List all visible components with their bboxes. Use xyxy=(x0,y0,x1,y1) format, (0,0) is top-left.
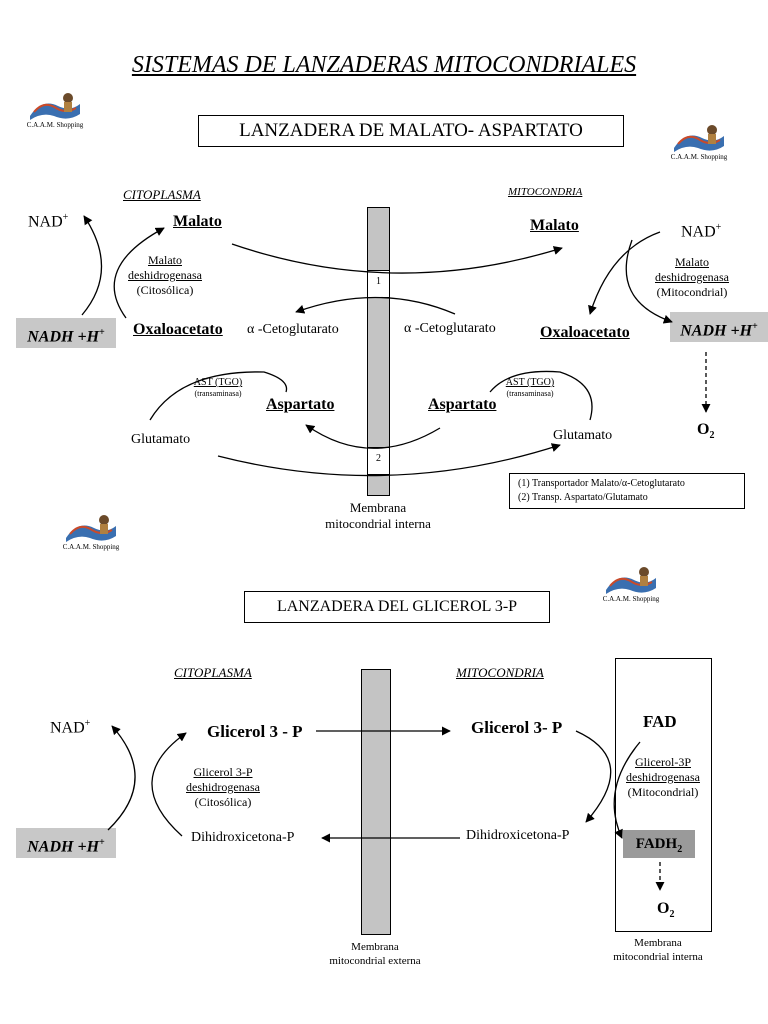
glutamato-mito: Glutamato xyxy=(553,428,613,443)
ast-mito: AST (TGO) (transaminasa) xyxy=(505,377,555,398)
malato-mito: Malato xyxy=(530,217,579,234)
arrow-aspartato-to-glutamato-mito xyxy=(489,370,593,421)
enzyme-glicerol-dh-cyto: Glicerol 3-P deshidrogenasa (Citosólica) xyxy=(186,765,260,809)
shuttle2-mitochondria-label: MITOCONDRIA xyxy=(456,665,544,680)
nad-cyto-1: NAD+ xyxy=(28,212,69,231)
dhap-cyto: Dihidroxicetona-P xyxy=(191,830,295,845)
fadh2: FADH2 xyxy=(623,830,695,858)
logo-image-icon xyxy=(66,515,116,542)
arrow-glicerol-to-dhap-mito xyxy=(575,730,612,823)
logo: C.A.A.M. Shopping xyxy=(20,92,90,137)
logo-caption: C.A.A.M. Shopping xyxy=(670,153,728,161)
shuttle2-cytoplasm-label: CITOPLASMA xyxy=(174,665,252,680)
shuttle2-outer-membrane-label: Membrana mitocondrial externa xyxy=(329,941,421,967)
shuttle2-inner-membrane-label: Membrana mitocondrial interna xyxy=(613,937,703,963)
fad: FAD xyxy=(643,712,677,731)
nadh-mito-1: NADH +H+ xyxy=(670,312,768,342)
oxaloacetato-cyto: Oxaloacetato xyxy=(133,321,223,338)
shuttle1-legend: (1) Transportador Malato/α-Cetoglutarato… xyxy=(509,473,745,509)
glutamato-cyto: Glutamato xyxy=(131,432,191,447)
arrow-glutamato-transport xyxy=(217,443,561,477)
o2-2: O2 xyxy=(657,900,675,921)
arrow-glutamato-to-aspartato-cyto xyxy=(149,371,288,421)
cetoglutarato-cyto: α -Cetoglutarato xyxy=(247,322,339,337)
nad-mito-1: NAD+ xyxy=(681,222,722,241)
logo: C.A.A.M. Shopping xyxy=(56,514,126,559)
enzyme-malato-dh-cyto: Malato deshidrogenasa (Citosólica) xyxy=(128,253,202,297)
shuttle2-heading: LANZADERA DEL GLICEROL 3-P xyxy=(244,591,550,623)
nadh-cyto-1: NADH +H+ xyxy=(16,318,116,348)
arrow-oxalo-to-malato-cyto xyxy=(113,227,165,319)
nadh-cyto-2: NADH +H+ xyxy=(16,828,116,858)
glicerol-mito: Glicerol 3- P xyxy=(471,718,563,737)
glicerol-cyto: Glicerol 3 - P xyxy=(207,722,303,741)
shuttle1-mitochondria-label: MITOCONDRIA xyxy=(508,186,583,198)
nad-cyto-2: NAD+ xyxy=(50,718,91,737)
aspartato-mito: Aspartato xyxy=(428,396,497,413)
logo-caption: C.A.A.M. Shopping xyxy=(62,543,120,551)
logo-image-icon xyxy=(30,93,80,120)
arrow-ceto-transport-in xyxy=(295,296,456,315)
shuttle1-membrane-label: Membrana mitocondrial interna xyxy=(325,500,431,531)
malato-cyto: Malato xyxy=(173,213,222,230)
oxaloacetato-mito: Oxaloacetato xyxy=(540,324,630,341)
transporter-1: 1 xyxy=(367,270,390,298)
logo-caption: C.A.A.M. Shopping xyxy=(26,121,84,129)
ast-cyto: AST (TGO) (transaminasa) xyxy=(193,377,243,398)
arrow-nadh-to-nad-cyto-2 xyxy=(107,725,136,831)
page-title: SISTEMAS DE LANZADERAS MITOCONDRIALES xyxy=(131,52,637,78)
enzyme-glicerol-dh-mito: Glicerol-3P deshidrogenasa (Mitocondrial… xyxy=(626,755,700,799)
cetoglutarato-mito: α -Cetoglutarato xyxy=(404,321,496,336)
arrow-nadh-to-nad-cyto xyxy=(81,215,103,316)
logo: C.A.A.M. Shopping xyxy=(664,124,734,169)
shuttle2-inner-membrane-box xyxy=(615,658,712,932)
arrow-malato-transport xyxy=(231,243,563,274)
aspartato-cyto: Aspartato xyxy=(266,396,335,413)
logo-image-icon xyxy=(674,125,724,152)
arrow-malato-to-oxalo-mito xyxy=(588,231,661,315)
shuttle2-outer-membrane xyxy=(361,669,391,935)
arrow-aspartato-transport xyxy=(305,424,441,449)
dhap-mito: Dihidroxicetona-P xyxy=(466,828,570,843)
arrow-dhap-to-glicerol-cyto xyxy=(151,732,187,837)
shuttle1-cytoplasm-label: CITOPLASMA xyxy=(123,187,201,202)
logo: C.A.A.M. Shopping xyxy=(596,566,666,611)
logo-caption: C.A.A.M. Shopping xyxy=(602,595,660,603)
logo-image-icon xyxy=(606,567,656,594)
arrow-fad-to-fadh2 xyxy=(613,741,641,839)
transporter-2: 2 xyxy=(367,447,390,475)
enzyme-malato-dh-mito: Malato deshidrogenasa (Mitocondrial) xyxy=(655,255,729,299)
shuttle1-heading: LANZADERA DE MALATO- ASPARTATO xyxy=(198,115,624,147)
arrow-nad-to-nadh-mito xyxy=(625,239,673,324)
o2-1: O2 xyxy=(697,421,715,442)
